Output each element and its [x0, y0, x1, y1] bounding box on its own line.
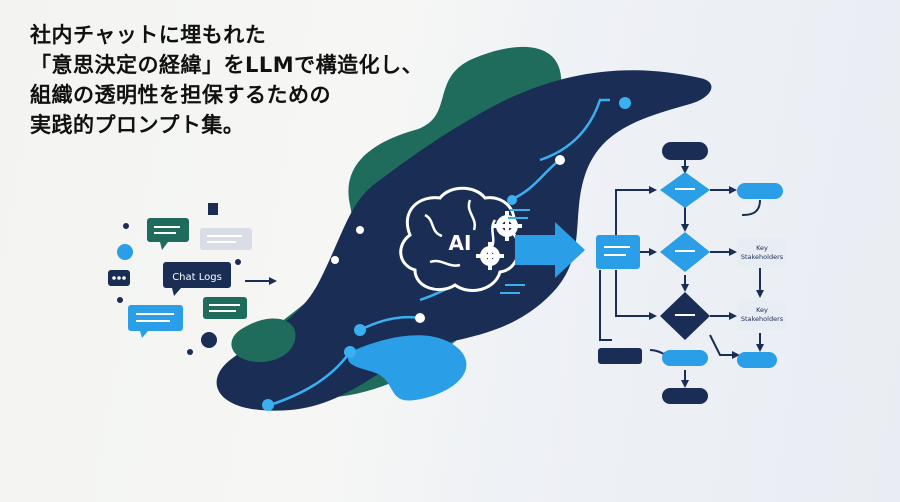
headline: 社内チャットに埋もれた 「意思決定の経緯」をLLMで構造化し、 組織の透明性を担…	[30, 20, 423, 140]
chat-bubble	[203, 297, 247, 319]
headline-line-4: 実践的プロンプト集。	[30, 113, 245, 137]
headline-line-2: 「意思決定の経緯」をLLMで構造化し、	[30, 53, 424, 77]
headline-line-3: 組織の透明性を担保するための	[30, 83, 331, 107]
flow-band-green-blob	[231, 318, 296, 363]
ai-label: AI	[449, 231, 472, 255]
brain-folds	[424, 199, 497, 267]
flow-start-node	[662, 142, 708, 160]
stakeholders-node-2	[737, 300, 787, 330]
process-node-dark	[598, 348, 642, 364]
flow-end-node	[662, 388, 708, 404]
chat-logs-label: Chat Logs	[172, 272, 222, 283]
terminal-node	[737, 183, 783, 199]
process-node	[596, 235, 640, 269]
flow-band-blue	[347, 335, 467, 401]
stakeholders-node-1	[737, 238, 787, 268]
big-arrow	[515, 222, 585, 278]
headline-line-1: 社内チャットに埋もれた	[30, 23, 267, 47]
flowchart: Key Stakeholders Key Stakeholders	[596, 142, 787, 404]
stakeholders-label-2b: Stakeholders	[741, 315, 784, 323]
terminal-node	[662, 350, 708, 366]
chat-logs-cluster: Chat Logs	[108, 203, 277, 355]
stakeholders-label-1a: Key	[756, 244, 768, 252]
chat-bubble	[128, 305, 183, 331]
chat-bubble	[200, 228, 252, 250]
stakeholders-label-2a: Key	[756, 306, 768, 314]
chat-logs-box	[163, 262, 231, 288]
terminal-node	[737, 352, 777, 368]
gear-teeth	[476, 211, 522, 270]
chat-bubble	[147, 218, 189, 242]
document-icon	[208, 203, 218, 215]
stakeholders-label-1b: Stakeholders	[741, 253, 784, 261]
